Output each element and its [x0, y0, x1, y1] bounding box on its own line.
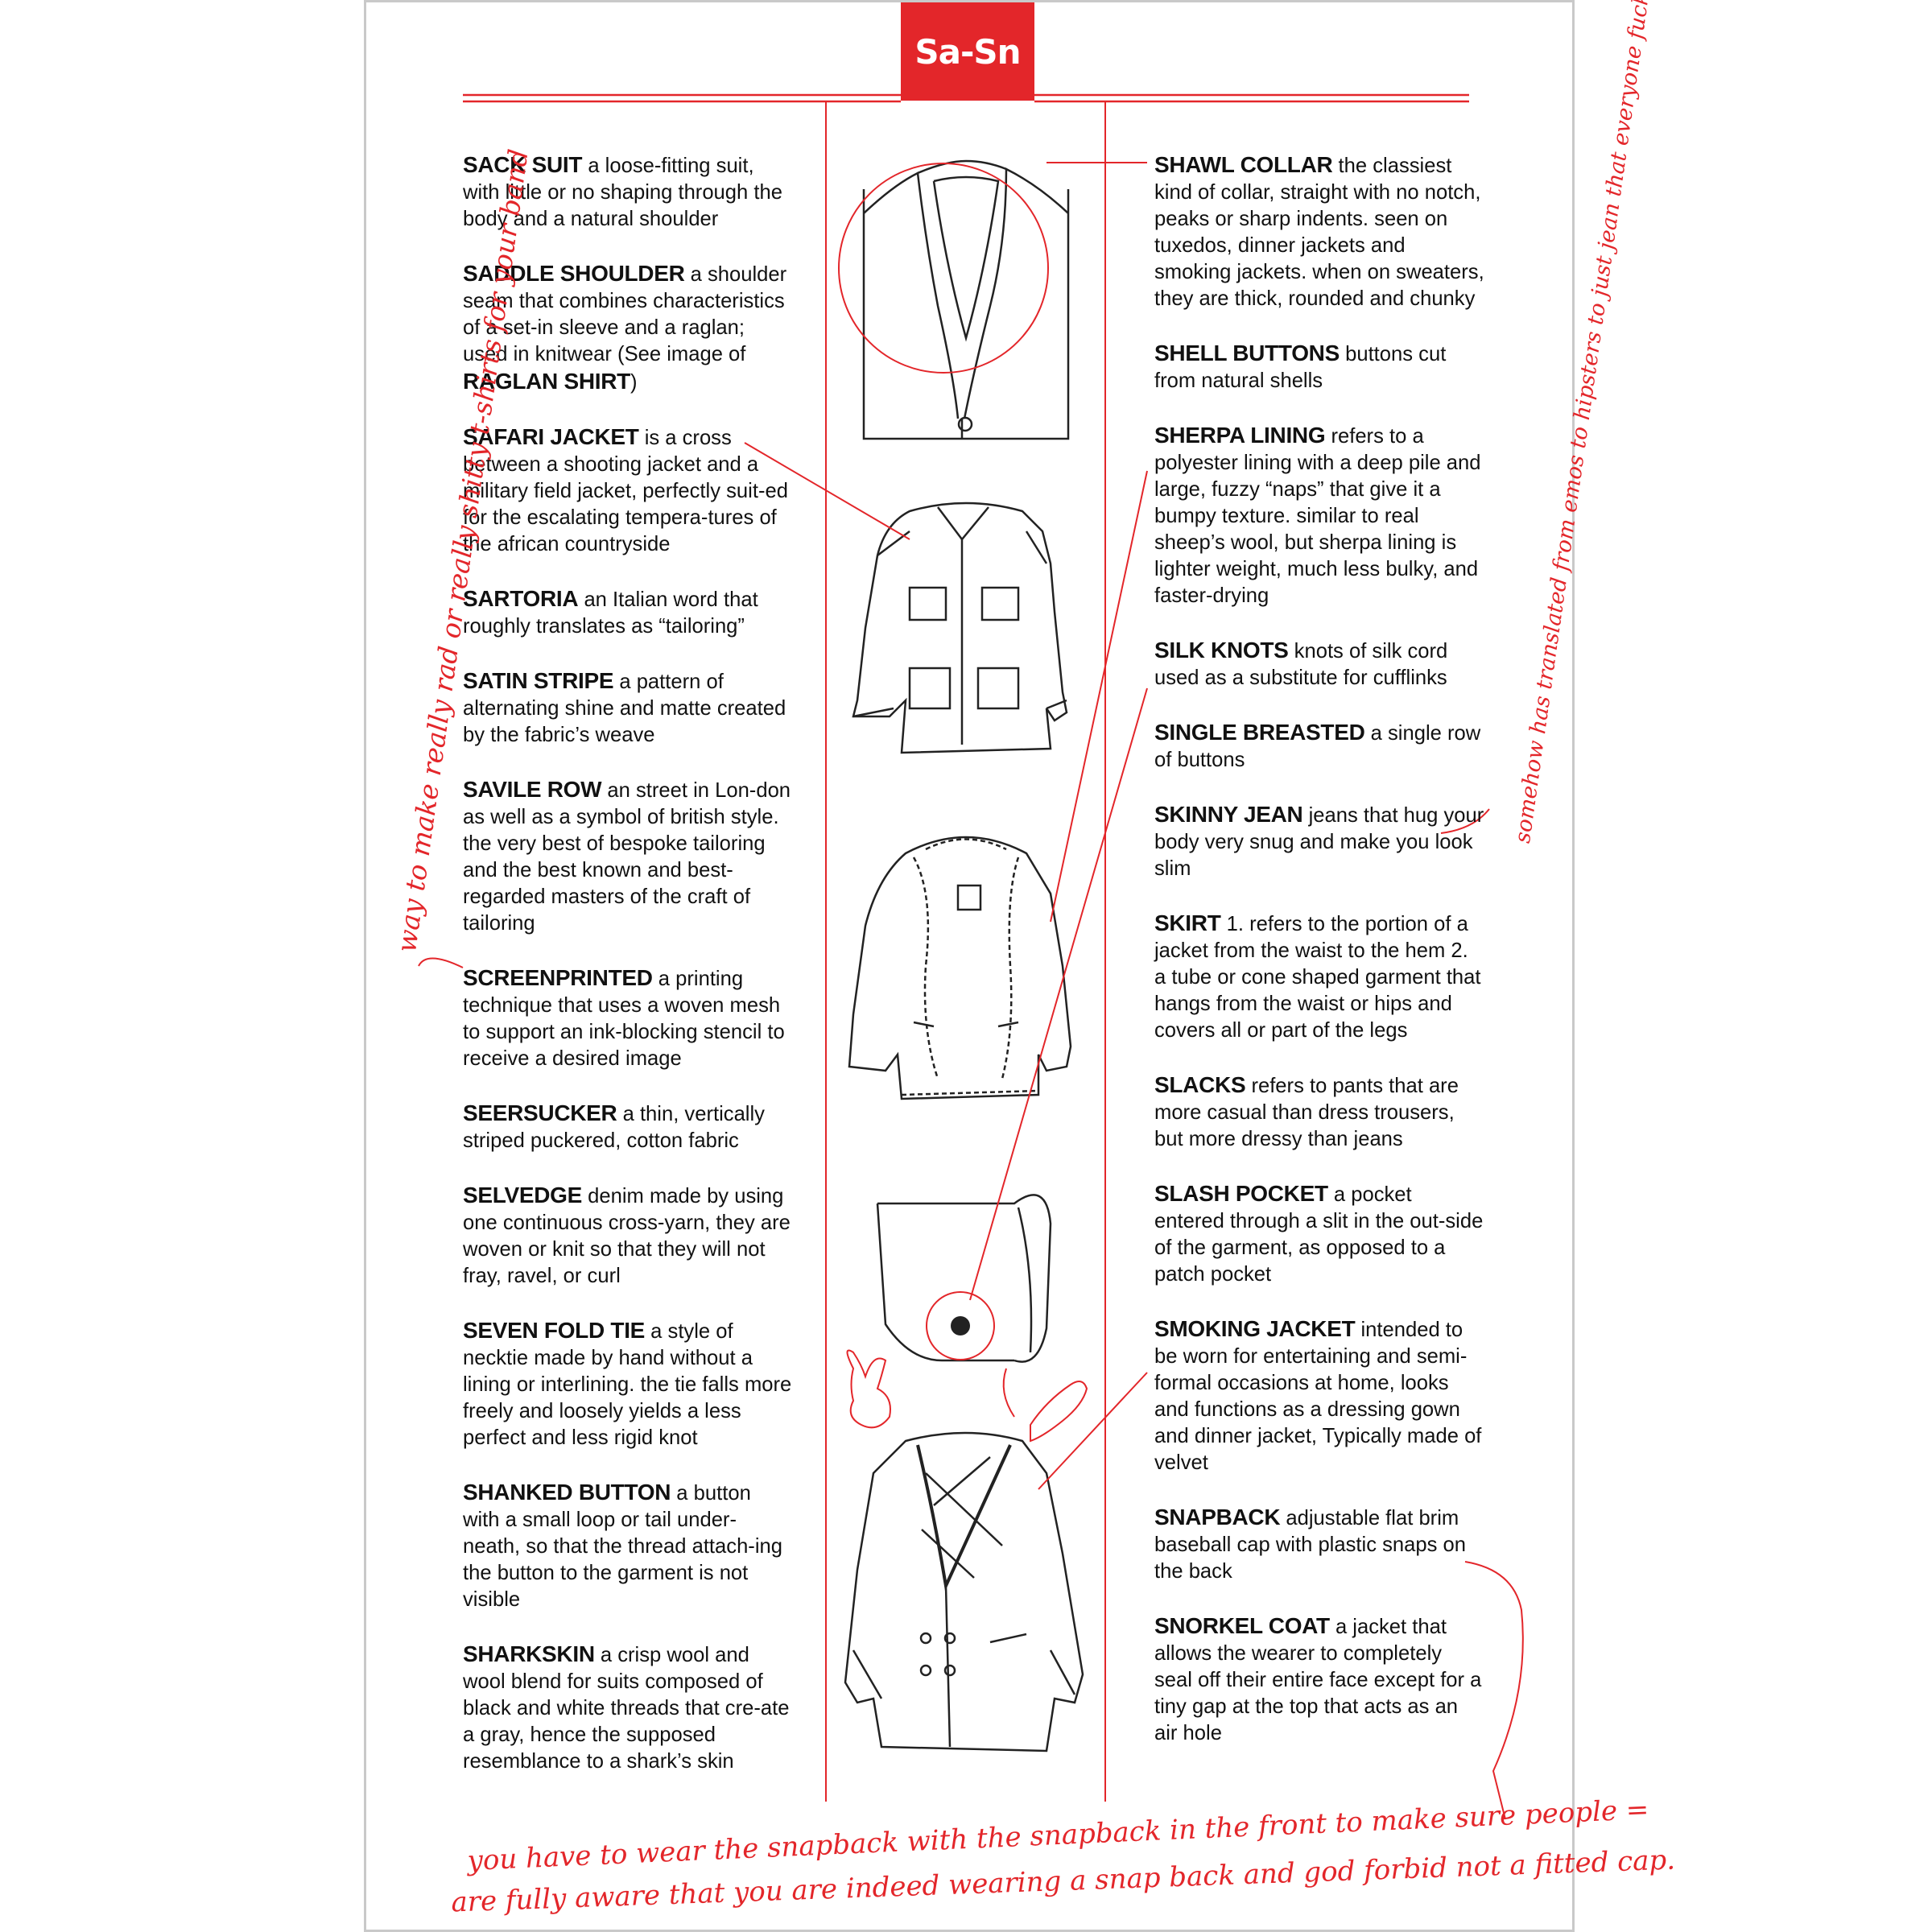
entry-term: SAVILE ROW [463, 777, 602, 802]
entry-skirt: SKIRT 1. refers to the portion of a jack… [1154, 910, 1484, 1044]
entry-definition-tail: ) [630, 371, 638, 394]
entry-term: SELVEDGE [463, 1183, 583, 1208]
entry-smoking-jacket: SMOKING JACKET intended to be worn for e… [1154, 1315, 1484, 1476]
entry-sharkskin: SHARKSKIN a crisp wool and wool blend fo… [463, 1641, 793, 1775]
entry-term: SARTORIA [463, 586, 579, 611]
entry-definition: denim made by using one continuous cross… [463, 1185, 791, 1287]
entry-term: SILK KNOTS [1154, 638, 1289, 663]
entry-sack-suit: SACK SUIT a loose-fitting suit, with lit… [463, 151, 793, 233]
entry-definition: a jacket that allows the wearer to compl… [1154, 1616, 1482, 1744]
entry-definition: a loose-fitting suit, with little or no … [463, 155, 782, 230]
entry-definition: an street in Lon-don as well as a symbol… [463, 779, 791, 935]
entry-definition: adjustable flat brim baseball cap with p… [1154, 1507, 1466, 1583]
section-tab: Sa-Sn [901, 2, 1034, 101]
entry-term: SINGLE BREASTED [1154, 720, 1365, 745]
entry-definition: a pocket entered through a slit in the o… [1154, 1183, 1484, 1286]
entry-satin-stripe: SATIN STRIPE a pattern of alternating sh… [463, 667, 793, 749]
entry-saddle-shoulder: SADDLE SHOULDER a shoulder seam that com… [463, 260, 793, 396]
entry-definition: is a cross between a shooting jacket and… [463, 427, 788, 555]
entry-shawl-collar: SHAWL COLLAR the classiest kind of colla… [1154, 151, 1484, 312]
entry-definition: a pattern of alternating shine and matte… [463, 671, 786, 746]
entry-silk-knots: SILK KNOTS knots of silk cord used as a … [1154, 637, 1484, 691]
entry-definition: knots of silk cord used as a substitute … [1154, 640, 1448, 689]
entry-term: SNAPBACK [1154, 1505, 1281, 1530]
entry-definition: a button with a small loop or tail under… [463, 1482, 782, 1611]
entry-slash-pocket: SLASH POCKET a pocket entered through a … [1154, 1180, 1484, 1288]
entry-single-breasted: SINGLE BREASTED a single row of buttons [1154, 719, 1484, 774]
entry-definition: a style of necktie made by hand without … [463, 1320, 792, 1449]
entry-term: SLASH POCKET [1154, 1181, 1328, 1206]
entry-definition: intended to be worn for entertaining and… [1154, 1319, 1482, 1474]
entry-definition: jeans that hug your body very snug and m… [1154, 804, 1484, 880]
entry-shanked-button: SHANKED BUTTON a button with a small loo… [463, 1479, 793, 1613]
entry-definition: a shoulder seam that combines characteri… [463, 263, 787, 365]
left-column: SACK SUIT a loose-fitting suit, with lit… [463, 151, 793, 1802]
entry-term: SEERSUCKER [463, 1100, 617, 1125]
entry-term: SHANKED BUTTON [463, 1480, 671, 1505]
entry-term: SMOKING JACKET [1154, 1316, 1356, 1341]
entry-reference: RAGLAN SHIRT [463, 369, 630, 394]
entry-definition: refers to a polyester lining with a deep… [1154, 425, 1481, 607]
entry-term: SATIN STRIPE [463, 668, 614, 693]
entry-term: SHAWL COLLAR [1154, 152, 1333, 177]
entry-seersucker: SEERSUCKER a thin, vertically striped pu… [463, 1100, 793, 1154]
entry-safari-jacket: SAFARI JACKET is a cross between a shoot… [463, 423, 793, 558]
entry-snapback: SNAPBACK adjustable flat brim baseball c… [1154, 1504, 1484, 1585]
entry-definition: a single row of buttons [1154, 722, 1481, 771]
entry-term: SNORKEL COAT [1154, 1613, 1330, 1638]
entry-term: SHARKSKIN [463, 1641, 595, 1666]
entry-sartoria: SARTORIA an Italian word that roughly tr… [463, 585, 793, 640]
entry-term: SKIRT [1154, 910, 1221, 935]
entry-shell-buttons: SHELL BUTTONS buttons cut from natural s… [1154, 340, 1484, 394]
section-tab-label: Sa-Sn [914, 31, 1021, 72]
entry-term: SADDLE SHOULDER [463, 261, 685, 286]
entry-definition: 1. refers to the portion of a jacket fro… [1154, 913, 1481, 1042]
entry-screenprinted: SCREENPRINTED a printing technique that … [463, 964, 793, 1072]
entry-skinny-jean: SKINNY JEAN jeans that hug your body ver… [1154, 801, 1484, 882]
entry-term: SLACKS [1154, 1072, 1246, 1097]
entry-term: SHELL BUTTONS [1154, 341, 1340, 365]
entry-savile-row: SAVILE ROW an street in Lon-don as well … [463, 776, 793, 937]
entry-definition: the classiest kind of collar, straight w… [1154, 155, 1484, 310]
entry-slacks: SLACKS refers to pants that are more cas… [1154, 1071, 1484, 1153]
entry-definition: refers to pants that are more casual tha… [1154, 1075, 1459, 1150]
entry-definition: a printing technique that uses a woven m… [463, 968, 785, 1070]
entry-sherpa-lining: SHERPA LINING refers to a polyester lini… [1154, 422, 1484, 609]
entry-term: SHERPA LINING [1154, 423, 1326, 448]
entry-definition: a crisp wool and wool blend for suits co… [463, 1644, 790, 1773]
entry-term: SACK SUIT [463, 152, 583, 177]
entry-selvedge: SELVEDGE denim made by using one continu… [463, 1182, 793, 1290]
entry-snorkel-coat: SNORKEL COAT a jacket that allows the we… [1154, 1612, 1484, 1747]
entry-term: SEVEN FOLD TIE [463, 1318, 646, 1343]
entry-definition: an Italian word that roughly translates … [463, 588, 758, 638]
entry-term: SAFARI JACKET [463, 424, 639, 449]
entry-definition: a thin, vertically striped puckered, cot… [463, 1103, 765, 1152]
entry-seven-fold-tie: SEVEN FOLD TIE a style of necktie made b… [463, 1317, 793, 1451]
entry-definition: buttons cut from natural shells [1154, 343, 1447, 392]
right-column: SHAWL COLLAR the classiest kind of colla… [1154, 151, 1484, 1774]
entry-term: SKINNY JEAN [1154, 802, 1303, 827]
entry-term: SCREENPRINTED [463, 965, 653, 990]
